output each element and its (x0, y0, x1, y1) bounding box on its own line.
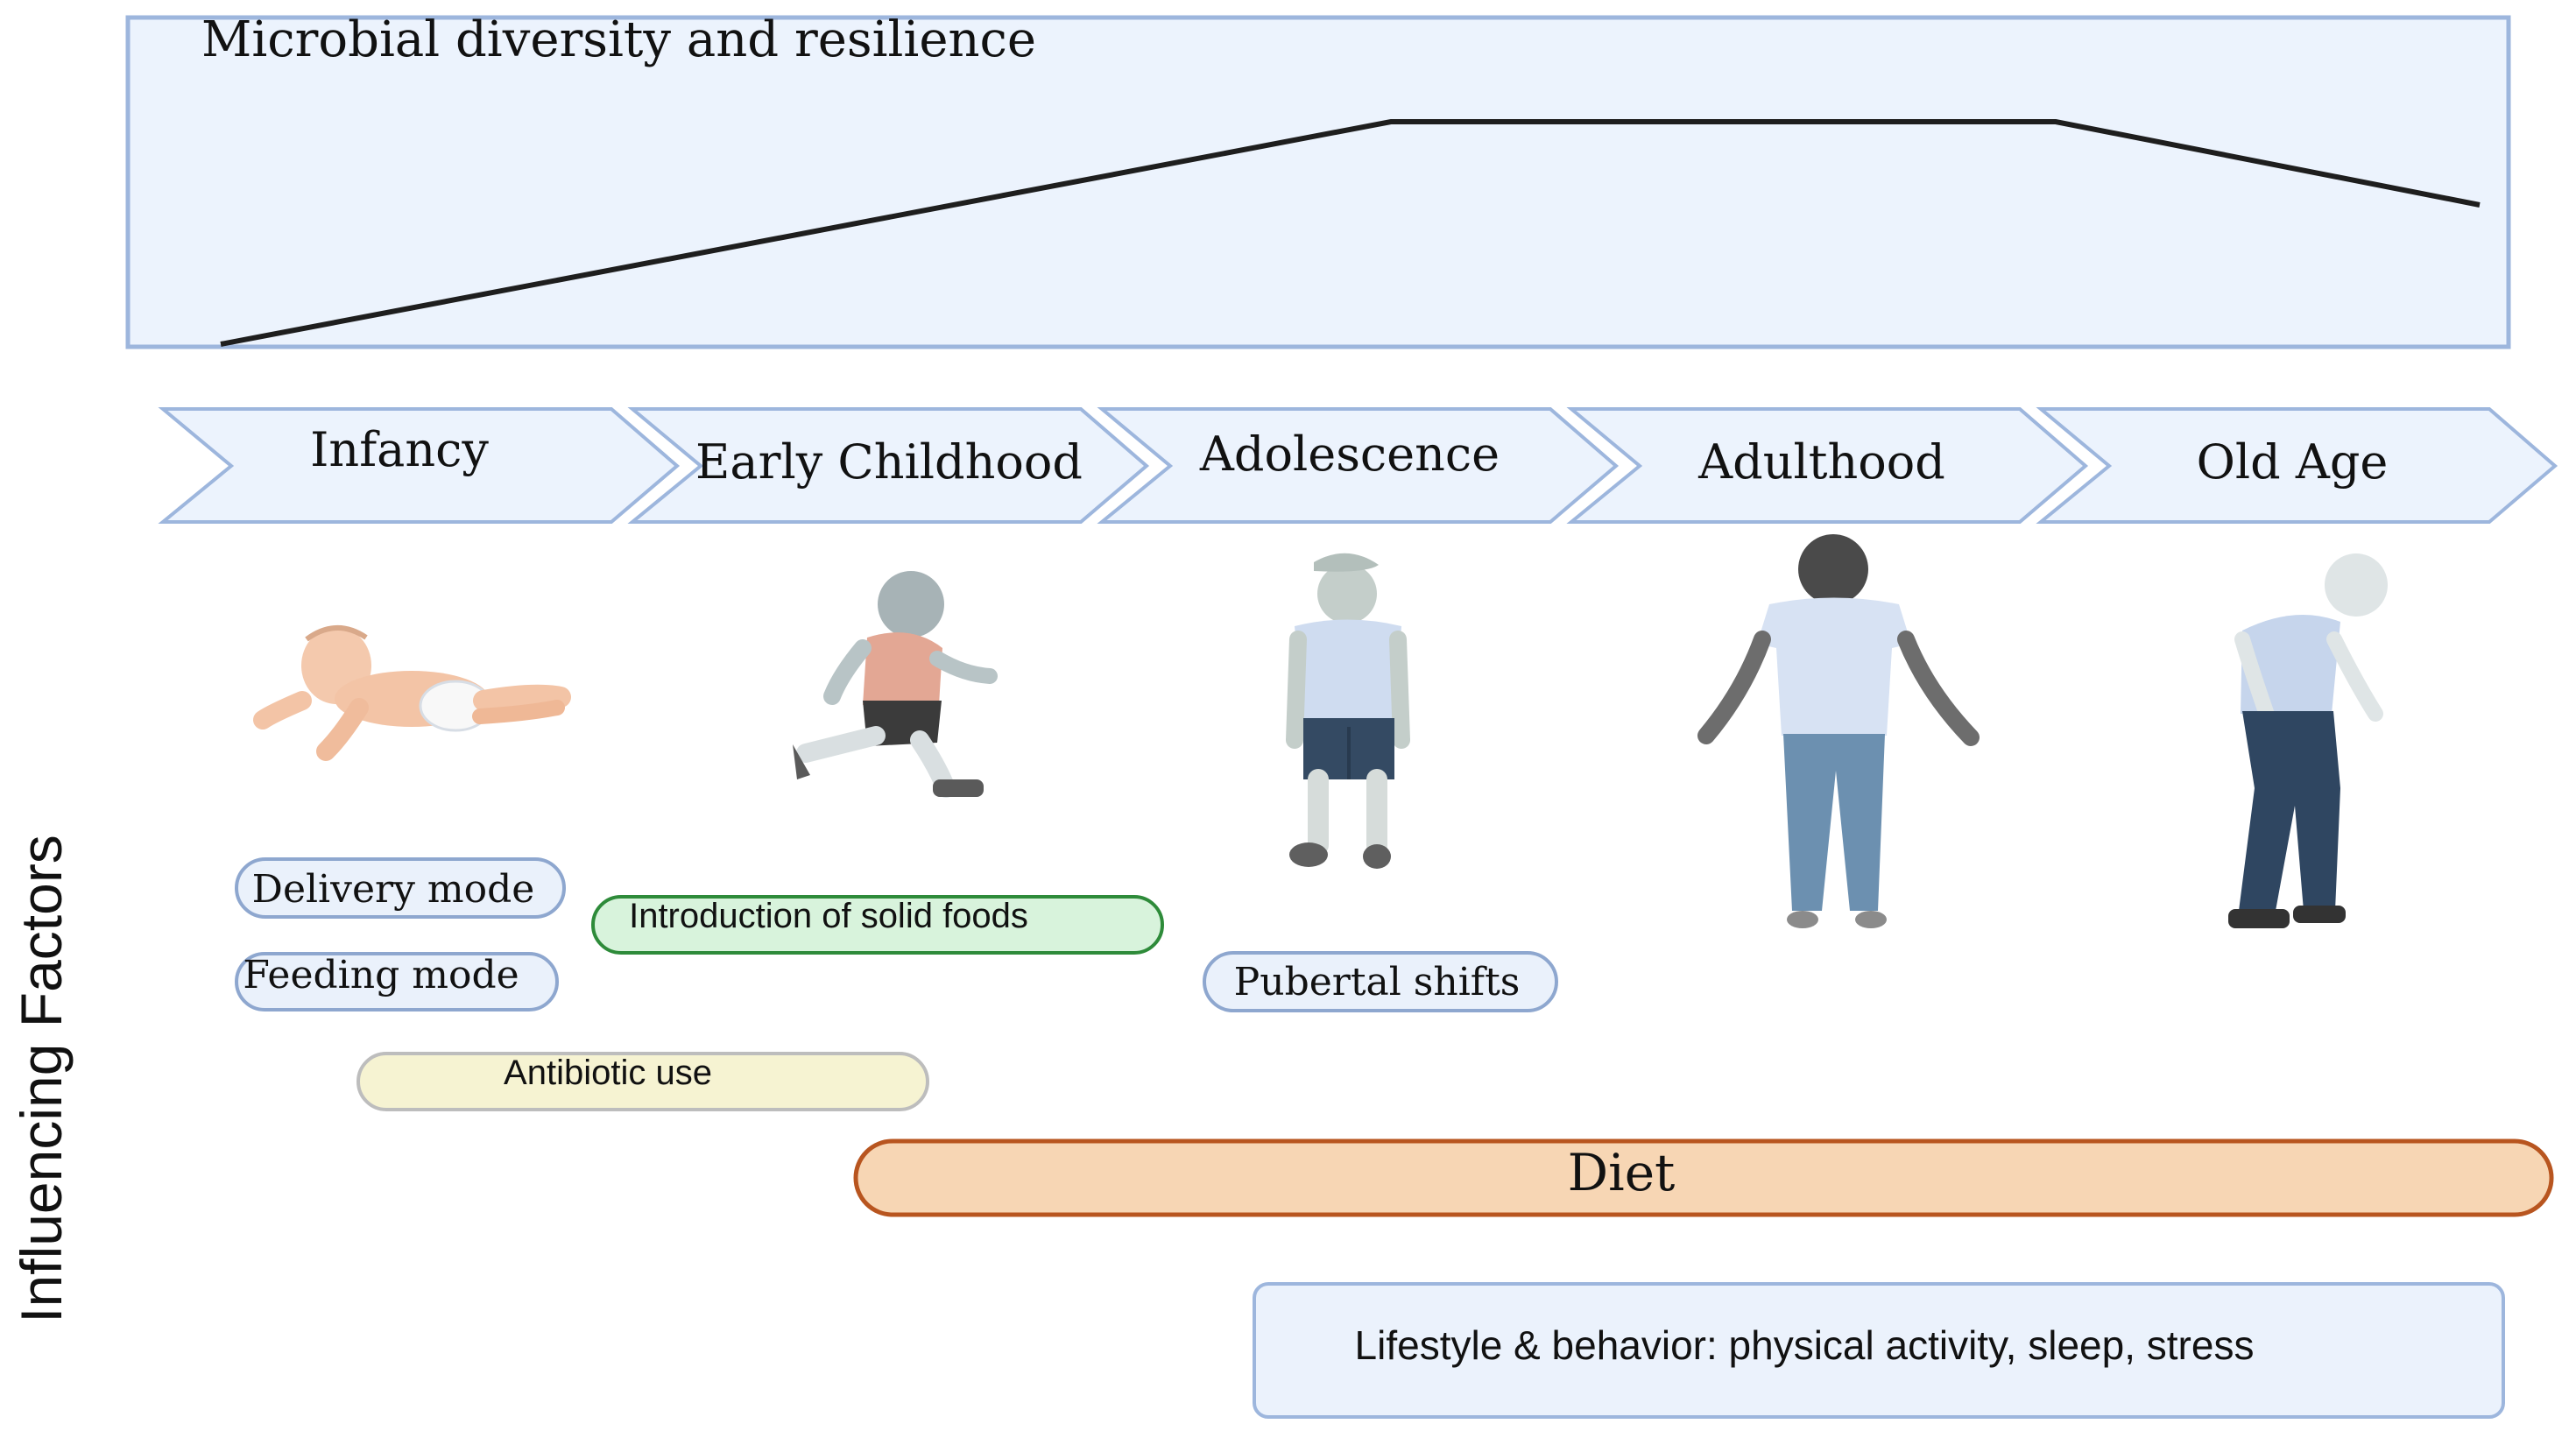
stage-label-adulthood: Adulthood (1697, 434, 1945, 490)
stage-label-adolescence: Adolescence (1199, 426, 1500, 482)
factor-label: Feeding mode (243, 953, 519, 997)
stage-chevron (1566, 407, 2089, 524)
factor-label: Pubertal shifts (1234, 960, 1521, 1004)
stage-chevron (2036, 407, 2558, 524)
stage-old-age: Old Age (2036, 407, 2558, 524)
factor-delivery-mode: Delivery mode (235, 857, 566, 919)
stage-adulthood: Adulthood (1566, 407, 2089, 524)
factor-label: Lifestyle & behavior: physical activity,… (1355, 1322, 2255, 1368)
diversity-panel-box (125, 15, 2511, 349)
factor-label: Antibiotic use (504, 1054, 712, 1092)
diversity-panel-title: Microbial diversity and resilience (201, 11, 1036, 68)
stage-label-infancy: Infancy (310, 422, 489, 477)
stage-chevron (627, 407, 1150, 524)
baby-figure-icon (253, 625, 571, 761)
adolescent-figure-icon (1286, 553, 1410, 869)
factor-feeding-mode: Feeding mode (235, 952, 559, 1012)
stage-infancy: Infancy (158, 407, 681, 524)
stage-adolescence: Adolescence (1097, 407, 1620, 524)
factor-antibiotic-use: Antibiotic use (356, 1052, 929, 1111)
stage-chevron (158, 407, 681, 524)
influencing-factors-label: Influencing Factors (9, 835, 74, 1323)
diversity-panel: Microbial diversity and resilience (125, 11, 2511, 349)
adult-figure-icon (1697, 534, 1980, 928)
stage-label-early-childhood: Early Childhood (695, 434, 1083, 490)
factor-label: Delivery mode (252, 867, 535, 912)
factor-pubertal-shifts: Pubertal shifts (1203, 951, 1558, 1012)
factor-lifestyle: Lifestyle & behavior: physical activity,… (1253, 1282, 2505, 1419)
factor-solid-foods: Introduction of solid foods (591, 895, 1164, 955)
running-child-figure-icon (793, 571, 998, 798)
stage-chevron (1097, 407, 1620, 524)
stage-early-childhood: Early Childhood (627, 407, 1150, 524)
life-stage-timeline: Infancy Early Childhood Adolescence Adul… (158, 407, 2558, 524)
elderly-figure-icon (2228, 553, 2388, 928)
factor-label: Diet (1568, 1143, 1676, 1202)
factor-diet: Diet (853, 1138, 2554, 1217)
diversity-trend-line (220, 119, 2481, 347)
influencing-factors: Influencing Factors Delivery mode Feedin… (9, 835, 2554, 1419)
factor-label: Introduction of solid foods (629, 897, 1028, 935)
stage-label-old-age: Old Age (2197, 434, 2389, 490)
